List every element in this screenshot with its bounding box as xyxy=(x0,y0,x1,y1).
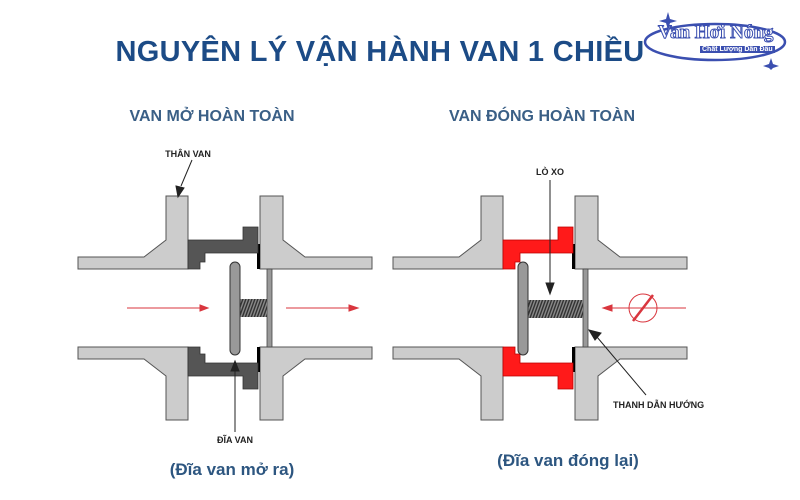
guide-pointer-arrow xyxy=(587,329,647,396)
valve-body-upper xyxy=(187,226,259,270)
valve-body-lower xyxy=(187,346,259,390)
disc-pointer-arrow xyxy=(230,359,240,432)
spring xyxy=(528,300,583,318)
label-thanh-dan-huong: THANH DẪN HƯỚNG xyxy=(613,399,704,410)
blocked-flow-arrow xyxy=(601,293,686,323)
spring-pointer-arrow xyxy=(545,180,555,296)
label-than-van: THÂN VAN xyxy=(165,148,211,159)
right-caption: (Đĩa van đóng lại) xyxy=(497,451,639,470)
body-pointer-arrow xyxy=(175,159,193,199)
right-heading: VAN ĐÓNG HOÀN TOÀN xyxy=(448,108,636,125)
logo-swoosh-icon xyxy=(643,12,787,70)
closed-valve-diagram: LÒ XO THANH DẪN HƯỚNG xyxy=(392,166,704,421)
spring xyxy=(240,299,267,317)
flow-arrow-in xyxy=(127,304,210,312)
valve-body-lower xyxy=(502,346,574,390)
logo-tagline: Chất Lượng Dẫn Đầu xyxy=(700,46,775,53)
label-dia-van: ĐĨA VAN xyxy=(217,435,253,445)
left-caption: (Đĩa van mở ra) xyxy=(169,460,295,479)
valve-body-upper xyxy=(502,226,574,270)
guide-rod xyxy=(266,268,273,348)
guide-rod xyxy=(582,268,589,348)
page-title: NGUYÊN LÝ VẬN HÀNH VAN 1 CHIỀU xyxy=(115,36,645,68)
valve-disc xyxy=(229,261,241,356)
brand-logo: Van Hơi Nóng Chất Lượng Dẫn Đầu xyxy=(640,10,790,70)
open-valve-diagram: THÂN VAN ĐĨA VAN xyxy=(77,148,373,445)
valve-disc xyxy=(517,261,529,356)
label-lo-xo: LÒ XO xyxy=(536,166,564,177)
logo-name: Van Hơi Nóng xyxy=(657,22,774,44)
flow-arrow-out xyxy=(286,304,360,312)
left-heading: VAN MỞ HOÀN TOÀN xyxy=(129,108,295,125)
